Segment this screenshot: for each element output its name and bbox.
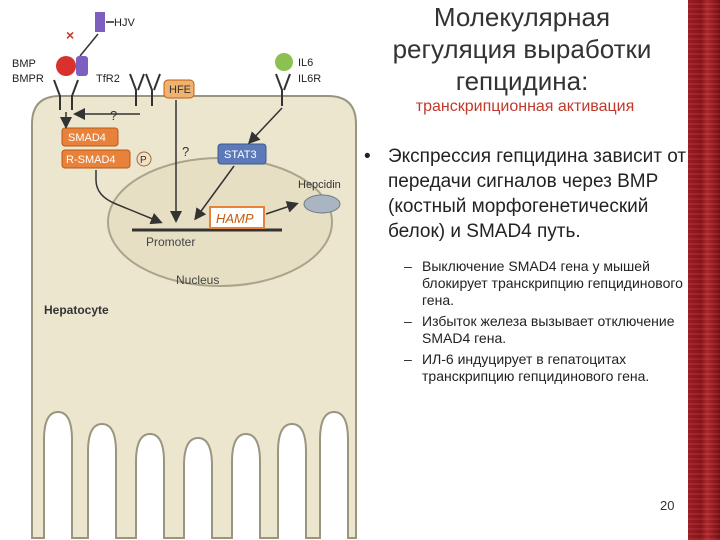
hepcidin-vesicle: [303, 194, 341, 214]
il6-ligand: [275, 53, 293, 71]
hepcidin-label: Hepcidin: [298, 179, 341, 191]
rsmad4-box: [61, 149, 131, 169]
sub-bullet: Выключение SMAD4 гена у мышей блокирует …: [404, 258, 694, 309]
il6r-receptor: [275, 73, 291, 106]
hfe-box: [163, 79, 195, 99]
bullet-main: Экспрессия гепцидина зависит от передачи…: [364, 144, 694, 244]
promoter-label: Promoter: [146, 235, 195, 249]
hamp-box: [209, 206, 265, 229]
tfr2-receptor-2: [145, 73, 161, 106]
sub-bullet: ИЛ-6 индуцирует в гепатоцитах транскрипц…: [404, 351, 694, 385]
bmpr-receptor: [53, 79, 79, 110]
tfr2-receptor: [129, 73, 145, 106]
nucleus-label: Nucleus: [176, 273, 219, 287]
hjv-box: [95, 12, 105, 32]
hepatocyte-label: Hepatocyte: [44, 303, 109, 317]
page-number: 20: [660, 498, 675, 513]
il6r-label: IL6R: [298, 73, 321, 85]
tfr2-label: TfR2: [96, 73, 120, 85]
smad4-box: [61, 127, 119, 147]
slide-title-line-1: Молекулярная: [433, 2, 611, 32]
block-x-icon: ×: [66, 27, 74, 43]
bullet-list: Экспрессия гепцидина зависит от передачи…: [364, 144, 694, 389]
slide-title-line-3: гепцидина:: [455, 66, 589, 96]
bmp-ligand: [56, 56, 76, 76]
il6-label: IL6: [298, 57, 313, 69]
question-mark-1: ?: [110, 108, 117, 123]
slide-subtitle: транскрипционная активация: [415, 98, 635, 115]
hepcidin-regulation-diagram: HAMP Promoter Nucleus Hepatocyte HJV × B…: [12, 12, 357, 539]
phospho-label: P: [140, 155, 147, 166]
stat3-label: STAT3: [224, 149, 257, 161]
arrow-stat3-to-promoter: [194, 165, 235, 221]
sub-bullet: Избыток железа вызывает отключение SMAD4…: [404, 313, 694, 347]
hjv-arrow: [79, 33, 99, 57]
sub-bullet-list: Выключение SMAD4 гена у мышей блокирует …: [404, 258, 694, 385]
smad4-label: SMAD4: [68, 132, 106, 144]
arrow-hamp-to-hepcidin: [265, 201, 299, 215]
hjv-label: HJV: [114, 17, 135, 29]
hfe-label: HFE: [169, 84, 191, 96]
hjv-coreceptor: [76, 56, 88, 76]
hamp-label: HAMP: [216, 211, 254, 226]
arrow-smad-to-promoter: [95, 170, 163, 225]
bmp-label: BMP: [12, 58, 36, 70]
bmpr-label: BMPR: [12, 73, 44, 85]
slide-title-line-2: регуляция выработки: [392, 34, 652, 64]
stat3-box: [217, 143, 267, 165]
arrow-il6r-to-stat3: [247, 107, 283, 145]
rsmad4-label: R-SMAD4: [66, 154, 116, 166]
question-mark-2: ?: [182, 144, 189, 159]
phospho-circle: [136, 151, 152, 167]
